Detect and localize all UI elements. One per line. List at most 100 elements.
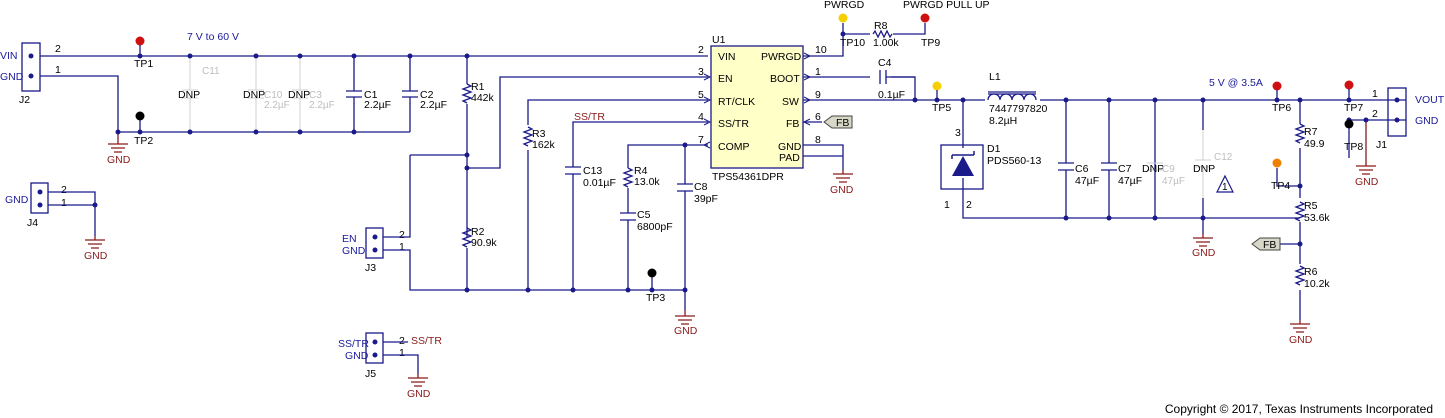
c10-value: 2.2µF [264,100,290,111]
c6-ref: C6 [1075,163,1089,175]
j5-pin2: 2 [399,335,405,347]
j3-en-label: EN [342,233,357,245]
c12-dnp: DNP [1193,163,1215,175]
r6-ref: R6 [1304,266,1318,278]
u1-pin-vin: VIN [718,51,736,63]
gnd-symbol-j5 [408,374,428,387]
cap-c3 [292,56,308,132]
u1-pin-fb: FB [786,118,799,130]
tp10 [838,13,848,23]
r6-value: 10.2k [1304,278,1330,290]
gnd-symbol-input [108,132,128,153]
d1-pin1: 1 [944,199,950,211]
u1-pin-sstr: SS/TR [718,118,749,130]
l1-ref: L1 [989,71,1001,83]
tp7-ref: TP7 [1344,102,1363,114]
j1-ref: J1 [1376,139,1387,151]
c13-value: 0.01µF [583,177,616,189]
j4-pin1: 1 [61,197,67,209]
pwrgd-pullup-label: PWRGD PULL UP [903,0,990,11]
r2-ref: R2 [471,226,485,238]
u1-pin-pwrgd-num: 10 [815,44,827,56]
r8-ref: R8 [874,20,888,32]
d1-part: PDS560-13 [987,155,1041,167]
j2-pin2: 2 [55,43,61,55]
junctions-input [115,53,470,135]
cap-c2 [402,56,418,132]
cap-c1 [346,56,362,132]
u1-part: TPS54361DPR [712,171,784,183]
r3-value: 162k [532,139,556,151]
c10-dnp: DNP [243,89,265,101]
r3-ref: R3 [532,128,546,140]
c3-dnp: DNP [288,89,310,101]
connector-j3 [365,227,384,259]
c2-ref: C2 [420,89,434,101]
r4-value: 13.0k [634,176,660,188]
j4-ref: J4 [27,217,38,229]
input-range-label: 7 V to 60 V [187,31,239,43]
connector-j5 [365,332,384,364]
tp6 [1272,81,1282,100]
r8-value: 1.00k [873,37,899,49]
tp1-ref: TP1 [134,58,153,70]
connector-j2 [21,42,41,92]
tp4-ref: TP4 [1271,180,1290,192]
gnd-j5-label: GND [407,388,431,400]
u1-pin-gnd: GND [778,141,802,153]
tp5-ref: TP5 [932,102,951,114]
c4-value: 0.1µF [878,89,905,101]
tp8-ref: TP8 [1344,141,1363,153]
tp1 [135,36,145,56]
j4-gnd-label: GND [5,194,29,206]
gnd-j1-label: GND [1355,176,1379,188]
r7-ref: R7 [1304,126,1318,138]
u1-pin-rtclk-num: 5 [698,89,704,101]
fb-tag-u1-label: FB [836,117,849,129]
tp2 [135,111,145,132]
gnd-u1-label: GND [830,184,854,196]
r7-value: 49.9 [1304,138,1325,150]
junctions-output [1063,97,1352,247]
c5-ref: C5 [637,209,651,221]
c11-dnp: DNP [178,89,200,101]
j3-pin1: 1 [399,241,405,253]
c2-value: 2.2µF [420,99,447,111]
u1-pin-sstr-num: 4 [698,111,704,123]
j3-gnd-label: GND [342,245,366,257]
tp9-ref: TP9 [921,37,940,49]
u1-pin-gnd-num: 8 [815,134,821,146]
r5-value: 53.6k [1304,212,1330,224]
vout-rating-label: 5 V @ 3.5A [1209,77,1263,89]
c8-ref: C8 [694,181,708,193]
tp9 [920,13,930,23]
gnd-symbol-j4 [85,236,105,249]
tp7 [1344,80,1354,100]
u1-pin-en: EN [718,73,733,85]
u1-pin-rtclk: RT/CLK [718,96,755,108]
pwrgd-label: PWRGD [824,0,865,11]
c4-ref: C4 [878,57,892,69]
c7-value: 47µF [1118,175,1142,187]
fb-tag-divider [1251,237,1281,251]
c8-value: 39pF [694,193,718,205]
d1-ref: D1 [987,143,1001,155]
tp6-ref: TP6 [1272,102,1291,114]
tp5 [932,81,942,100]
gnd-symbol-output [1193,234,1213,247]
c9-dnp: DNP [1142,163,1164,175]
r4-ref: R4 [634,165,648,177]
j1-vout-label: VOUT [1415,94,1445,106]
c1-ref: C1 [364,89,378,101]
u1-pin-boot: BOOT [770,73,800,85]
fb-tag-u1 [823,115,853,129]
j2-ref: J2 [19,94,30,106]
fb-tag-divider-label: FB [1263,239,1276,251]
d1-pin3: 3 [955,127,961,139]
j5-pin1: 1 [399,347,405,359]
tp10-ref: TP10 [840,37,865,49]
u1-ref: U1 [712,34,726,46]
j3-ref: J3 [365,262,376,274]
l1-value: 8.2µH [989,115,1017,127]
